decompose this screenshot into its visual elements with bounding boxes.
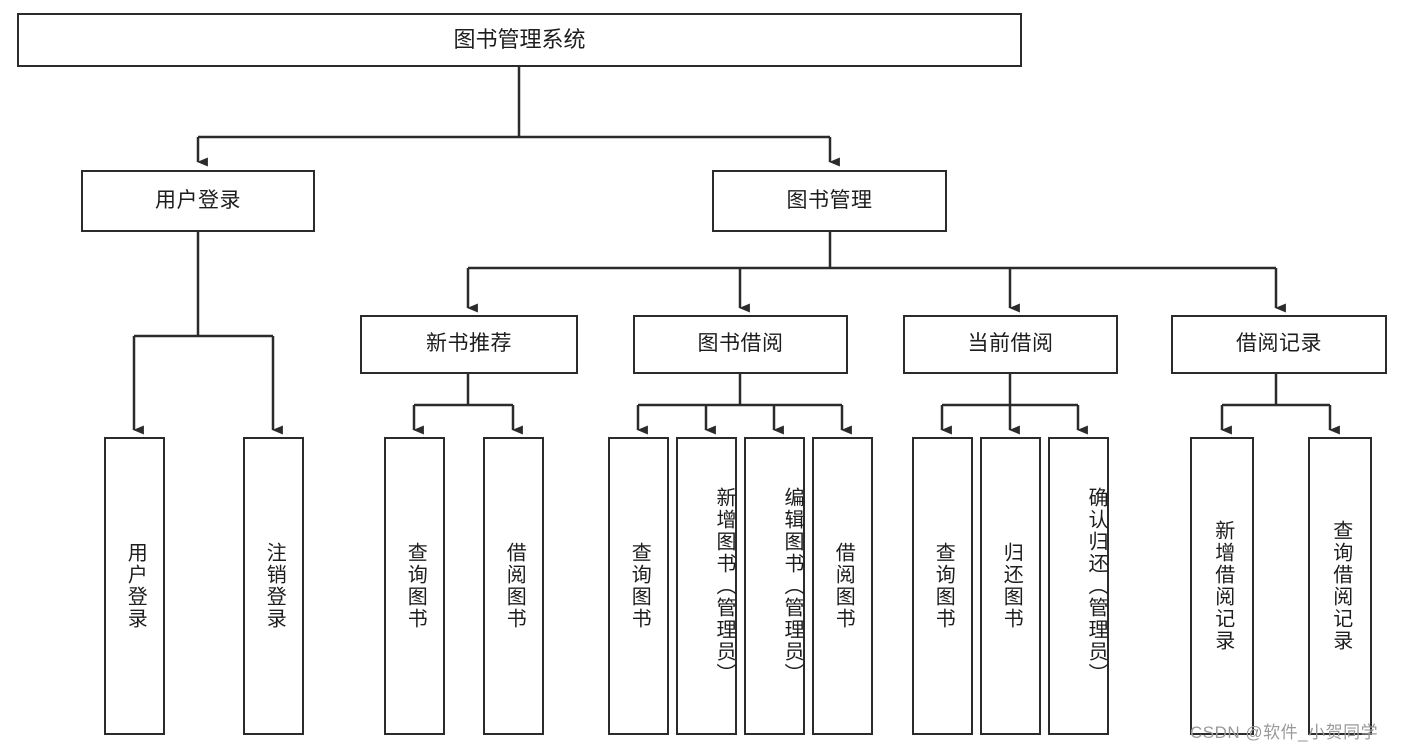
leaf-user-login[interactable]: 用户登录: [104, 437, 165, 735]
node-book-management[interactable]: 图书管理: [712, 170, 947, 232]
leaf-new-book-borrow[interactable]: 借阅图书: [483, 437, 544, 735]
leaf-confirm-return-admin-label: 确认归还（管理员）: [1085, 487, 1107, 685]
leaf-query-borrow-record-label: 查询借阅记录: [1329, 520, 1352, 652]
node-borrow-record[interactable]: 借阅记录: [1171, 315, 1387, 374]
csdn-watermark: CSDN @软件_小贺同学: [1190, 723, 1379, 742]
node-user-login[interactable]: 用户登录: [81, 170, 315, 232]
node-new-book-recommend-label: 新书推荐: [426, 332, 512, 356]
leaf-user-login-label: 用户登录: [124, 542, 147, 630]
leaf-return-book[interactable]: 归还图书: [980, 437, 1041, 735]
node-new-book-recommend[interactable]: 新书推荐: [360, 315, 578, 374]
node-book-management-label: 图书管理: [786, 188, 873, 212]
leaf-current-query-book-label: 查询图书: [932, 542, 955, 630]
leaf-logout[interactable]: 注销登录: [243, 437, 304, 735]
node-book-borrow-label: 图书借阅: [697, 332, 784, 356]
node-book-borrow[interactable]: 图书借阅: [633, 315, 848, 374]
leaf-logout-label: 注销登录: [263, 542, 286, 630]
leaf-add-borrow-record[interactable]: 新增借阅记录: [1190, 437, 1254, 735]
leaf-edit-book-admin[interactable]: 编辑图书（管理员）: [744, 437, 805, 735]
leaf-new-book-borrow-label: 借阅图书: [503, 542, 526, 630]
leaf-add-borrow-record-label: 新增借阅记录: [1211, 520, 1234, 652]
leaf-new-book-query[interactable]: 查询图书: [384, 437, 445, 735]
node-current-borrow[interactable]: 当前借阅: [903, 315, 1118, 374]
node-borrow-record-label: 借阅记录: [1236, 332, 1322, 356]
node-root[interactable]: 图书管理系统: [17, 13, 1022, 67]
leaf-query-borrow-record[interactable]: 查询借阅记录: [1308, 437, 1372, 735]
leaf-confirm-return-admin[interactable]: 确认归还（管理员）: [1048, 437, 1109, 735]
leaf-add-book-admin[interactable]: 新增图书（管理员）: [676, 437, 737, 735]
leaf-add-book-admin-label: 新增图书（管理员）: [713, 487, 735, 685]
node-current-borrow-label: 当前借阅: [967, 332, 1054, 356]
leaf-new-book-query-label: 查询图书: [404, 542, 427, 630]
leaf-borrow-book-label: 借阅图书: [832, 542, 855, 630]
leaf-borrow-query-book[interactable]: 查询图书: [608, 437, 669, 735]
node-user-login-label: 用户登录: [155, 188, 241, 212]
leaf-edit-book-admin-label: 编辑图书（管理员）: [781, 487, 803, 685]
node-root-label: 图书管理系统: [453, 27, 586, 53]
leaf-borrow-book[interactable]: 借阅图书: [812, 437, 873, 735]
leaf-return-book-label: 归还图书: [1000, 542, 1023, 630]
leaf-current-query-book[interactable]: 查询图书: [912, 437, 973, 735]
leaf-borrow-query-book-label: 查询图书: [628, 542, 651, 630]
